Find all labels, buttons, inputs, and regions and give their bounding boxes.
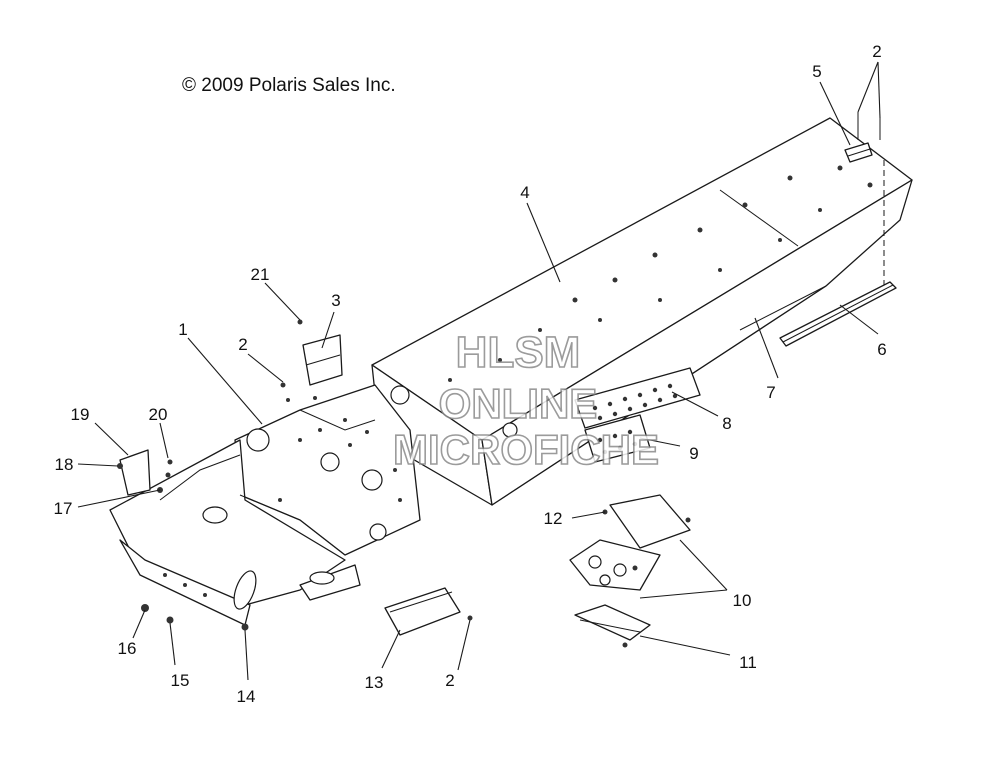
callout-3: 3 — [331, 291, 340, 310]
skid-plate-part — [384, 587, 461, 636]
callout-17: 17 — [54, 499, 73, 518]
rail-part — [779, 281, 897, 347]
watermark-line-2: ONLINE — [439, 380, 598, 427]
leader-lines — [77, 61, 881, 681]
callout-8: 8 — [722, 414, 731, 433]
callout-4: 4 — [520, 183, 529, 202]
callout-6: 6 — [877, 340, 886, 359]
callout-10: 10 — [733, 591, 752, 610]
watermark: HLSM ONLINE MICROFICHE — [392, 327, 660, 474]
callout-16: 16 — [118, 639, 137, 658]
side-bracket-part — [119, 449, 151, 496]
heat-shield-part — [569, 494, 691, 591]
callout-1: 1 — [178, 320, 187, 339]
callout-9: 9 — [689, 444, 698, 463]
perforated-panel-part — [574, 367, 701, 429]
callout-2-center: 2 — [238, 335, 247, 354]
perforated-section-part — [584, 414, 651, 463]
callout-2-top: 2 — [872, 42, 881, 61]
front-chassis-part — [109, 384, 421, 626]
watermark-line-1: HLSM — [456, 328, 581, 377]
callout-14: 14 — [237, 687, 256, 706]
callout-11: 11 — [739, 653, 757, 672]
callout-18: 18 — [55, 455, 74, 474]
callout-2-bottom: 2 — [445, 671, 454, 690]
rivet-group-top — [857, 112, 885, 290]
lower-bracket-part — [574, 604, 651, 641]
callout-15: 15 — [171, 671, 190, 690]
callout-7: 7 — [766, 383, 775, 402]
copyright-text: © 2009 Polaris Sales Inc. — [182, 75, 396, 96]
callout-21: 21 — [251, 265, 270, 284]
center-bracket-part — [302, 334, 343, 386]
watermark-line-3: MICROFICHE — [393, 426, 659, 473]
callout-20: 20 — [149, 405, 168, 424]
callout-13: 13 — [365, 673, 384, 692]
callout-19: 19 — [71, 405, 90, 424]
tunnel-bracket-part — [844, 142, 873, 163]
callout-5: 5 — [812, 62, 821, 81]
callout-labels: 1 2 2 2 3 4 5 6 7 8 9 10 11 12 13 14 15 … — [54, 42, 887, 706]
callout-12: 12 — [544, 509, 563, 528]
